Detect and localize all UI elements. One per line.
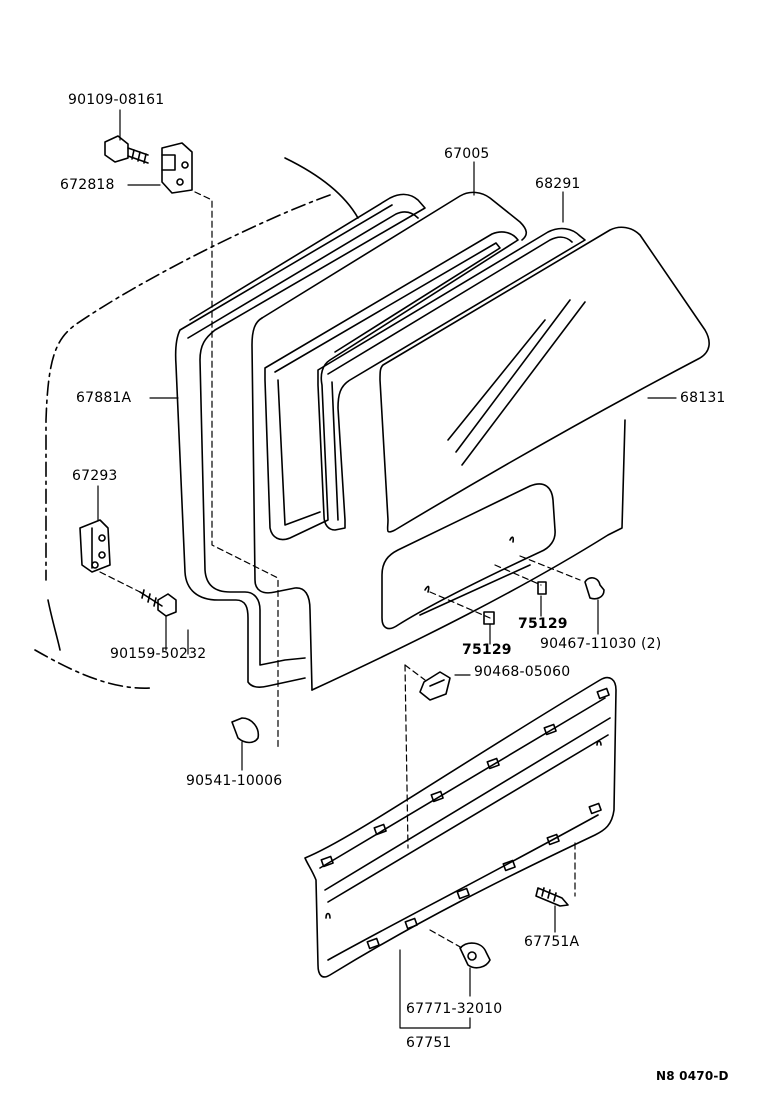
back-door-body [34,157,359,689]
molding-68291 [317,227,586,531]
striker-672818 [161,142,193,194]
label-90159-50232: 90159-50232 [110,646,207,662]
label-90109-08161: 90109-08161 [68,92,165,108]
diagram-reference-code: N8 0470-D [656,1069,729,1083]
clip-90468-05060 [419,671,451,701]
label-90541-10006: 90541-10006 [186,773,283,789]
leader-lines [97,109,677,1029]
label-68291: 68291 [535,176,581,192]
label-67751: 67751 [406,1035,452,1051]
screw-90467-11030 [584,577,605,600]
label-75129-a: 75129 [462,642,512,658]
weatherstrip-67881A [174,193,426,688]
label-67881A: 67881A [76,390,132,406]
label-672818: 672818 [60,177,115,193]
assembly-dashed-lines [99,191,581,949]
retainer-67771-32010 [459,942,491,969]
door-lower-panel [311,419,626,691]
glass-seal-67005 [251,191,528,691]
label-67771-32010: 67771-32010 [406,1001,503,1017]
label-75129-b: 75129 [518,616,568,632]
bolt-90109-08161 [104,135,149,164]
label-67005: 67005 [444,146,490,162]
hinge-67293 [79,519,111,573]
clip-75129-a [483,611,495,625]
label-67293: 67293 [72,468,118,484]
plug-90541-10006 [231,717,260,744]
label-90468-05060: 90468-05060 [474,664,571,680]
label-68131: 68131 [680,390,726,406]
label-90467-11030: 90467-11030 (2) [540,636,662,652]
pin-67751A [535,887,569,907]
label-67751A: 67751A [524,934,580,950]
clip-75129-b [537,581,547,595]
back-window-glass-68131 [379,226,710,533]
bolt-90159-50232 [139,589,177,617]
trim-board-67751 [304,676,617,978]
